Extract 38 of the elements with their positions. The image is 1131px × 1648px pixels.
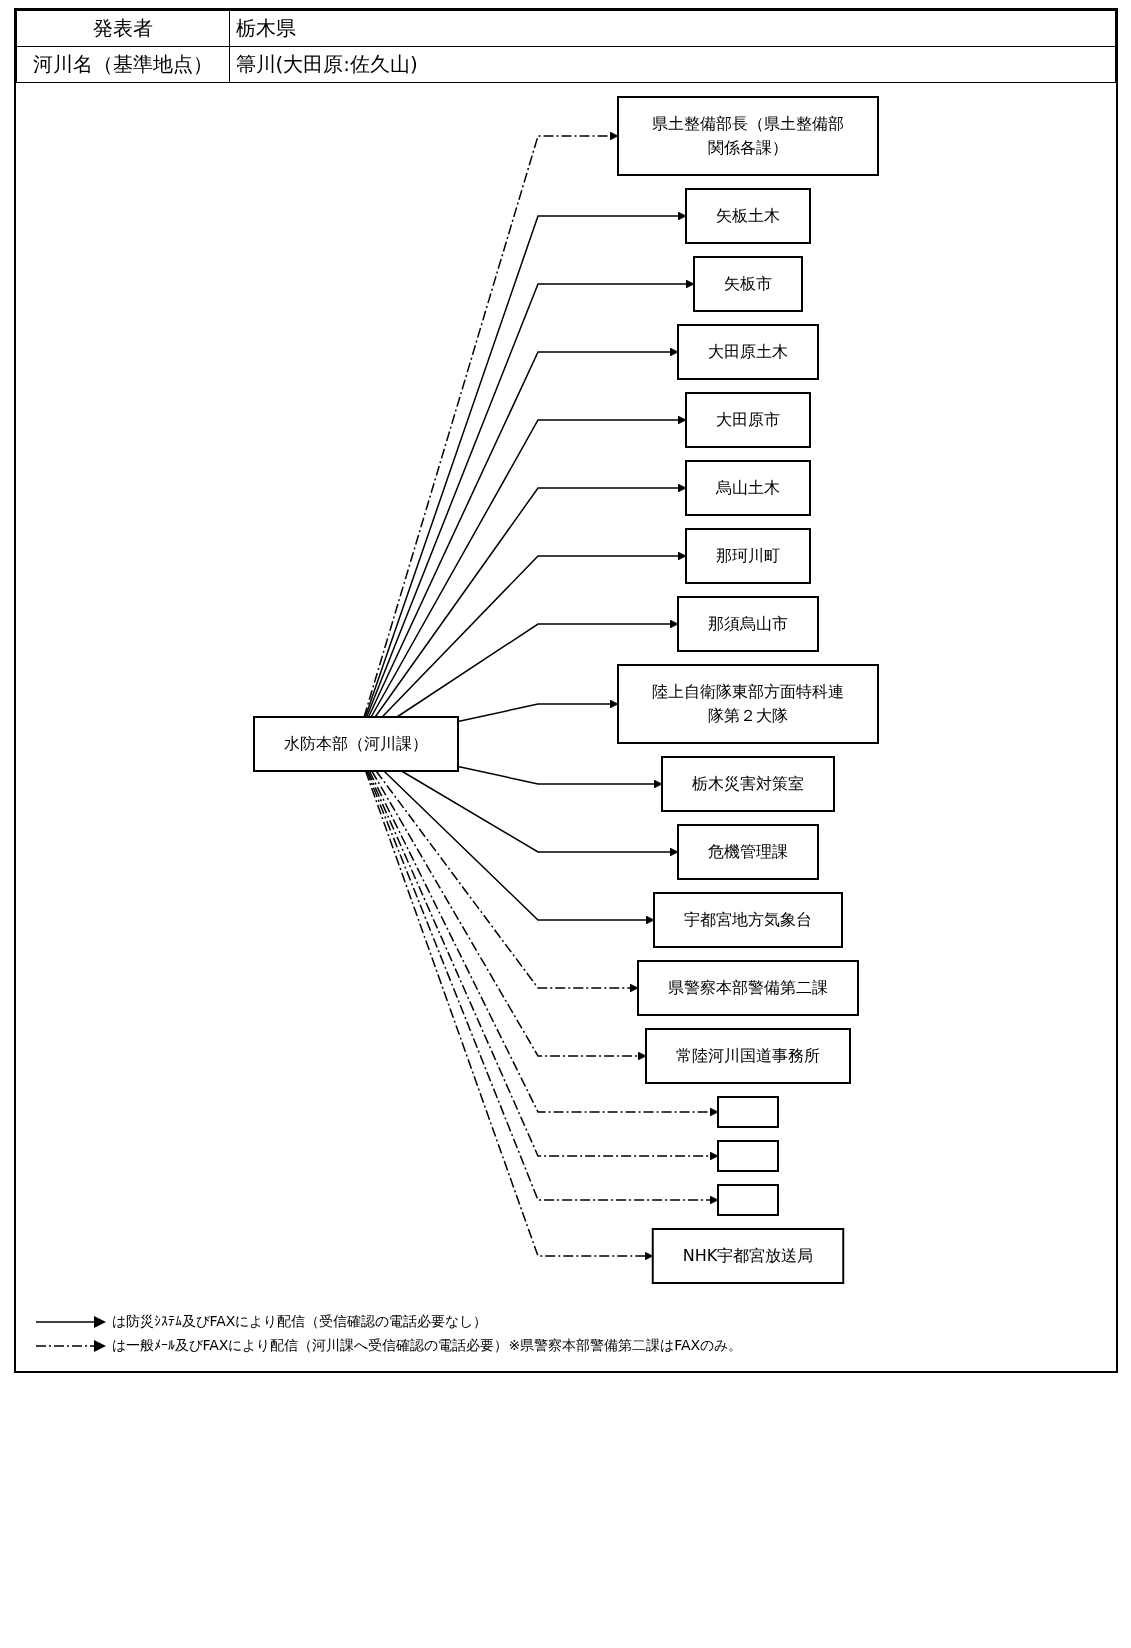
legend-text: は防災ｼｽﾃﾑ及びFAXにより配信（受信確認の電話必要なし） — [111, 1313, 488, 1331]
node-box: 烏山土木 — [684, 460, 811, 516]
value-cell: 栃木県 — [229, 10, 1115, 47]
node-box — [716, 1184, 779, 1216]
node-box: 大田原土木 — [676, 324, 819, 380]
arrow — [374, 770, 638, 993]
node-box: NHK宇都宮放送局 — [651, 1228, 844, 1284]
node-box: 栃木災害対策室 — [660, 756, 835, 812]
arrow — [370, 770, 646, 1061]
legend-text: は一般ﾒｰﾙ及びFAXにより配信（河川課へ受信確認の電話必要）※県警察本部警備第二課はFAXのみ。 — [111, 1337, 743, 1355]
arrow — [364, 211, 686, 718]
node-box: 危機管理課 — [676, 824, 819, 880]
node-box: 那須烏山市 — [676, 596, 819, 652]
header-cell: 河川名（基準地点） — [16, 46, 229, 83]
node-box: 県土整備部長（県土整備部関係各課） — [616, 96, 879, 176]
value-cell: 箒川(大田原:佐久山) — [229, 46, 1115, 83]
node-box: 水防本部（河川課） — [252, 716, 459, 772]
node-box — [716, 1140, 779, 1172]
node-box: 宇都宮地方気象台 — [652, 892, 843, 948]
header-cell: 発表者 — [16, 10, 229, 47]
node-box: 矢板市 — [692, 256, 803, 312]
arrow — [395, 619, 678, 718]
node-box: 矢板土木 — [684, 188, 811, 244]
node-box: 陸上自衛隊東部方面特科連隊第２大隊 — [616, 664, 879, 744]
arrow — [369, 415, 686, 718]
arrow — [400, 770, 678, 857]
arrow — [365, 279, 694, 718]
node-box: 那珂川町 — [684, 528, 811, 584]
arrow — [382, 770, 654, 925]
arrow — [362, 131, 618, 718]
arrow — [373, 483, 686, 718]
node-box: 県警察本部警備第二課 — [636, 960, 859, 1016]
arrow — [364, 770, 653, 1261]
node-box: 大田原市 — [684, 392, 811, 448]
node-box: 常陸河川国道事務所 — [644, 1028, 851, 1084]
arrow — [380, 551, 686, 718]
node-box — [716, 1096, 779, 1128]
arrow — [367, 347, 678, 718]
